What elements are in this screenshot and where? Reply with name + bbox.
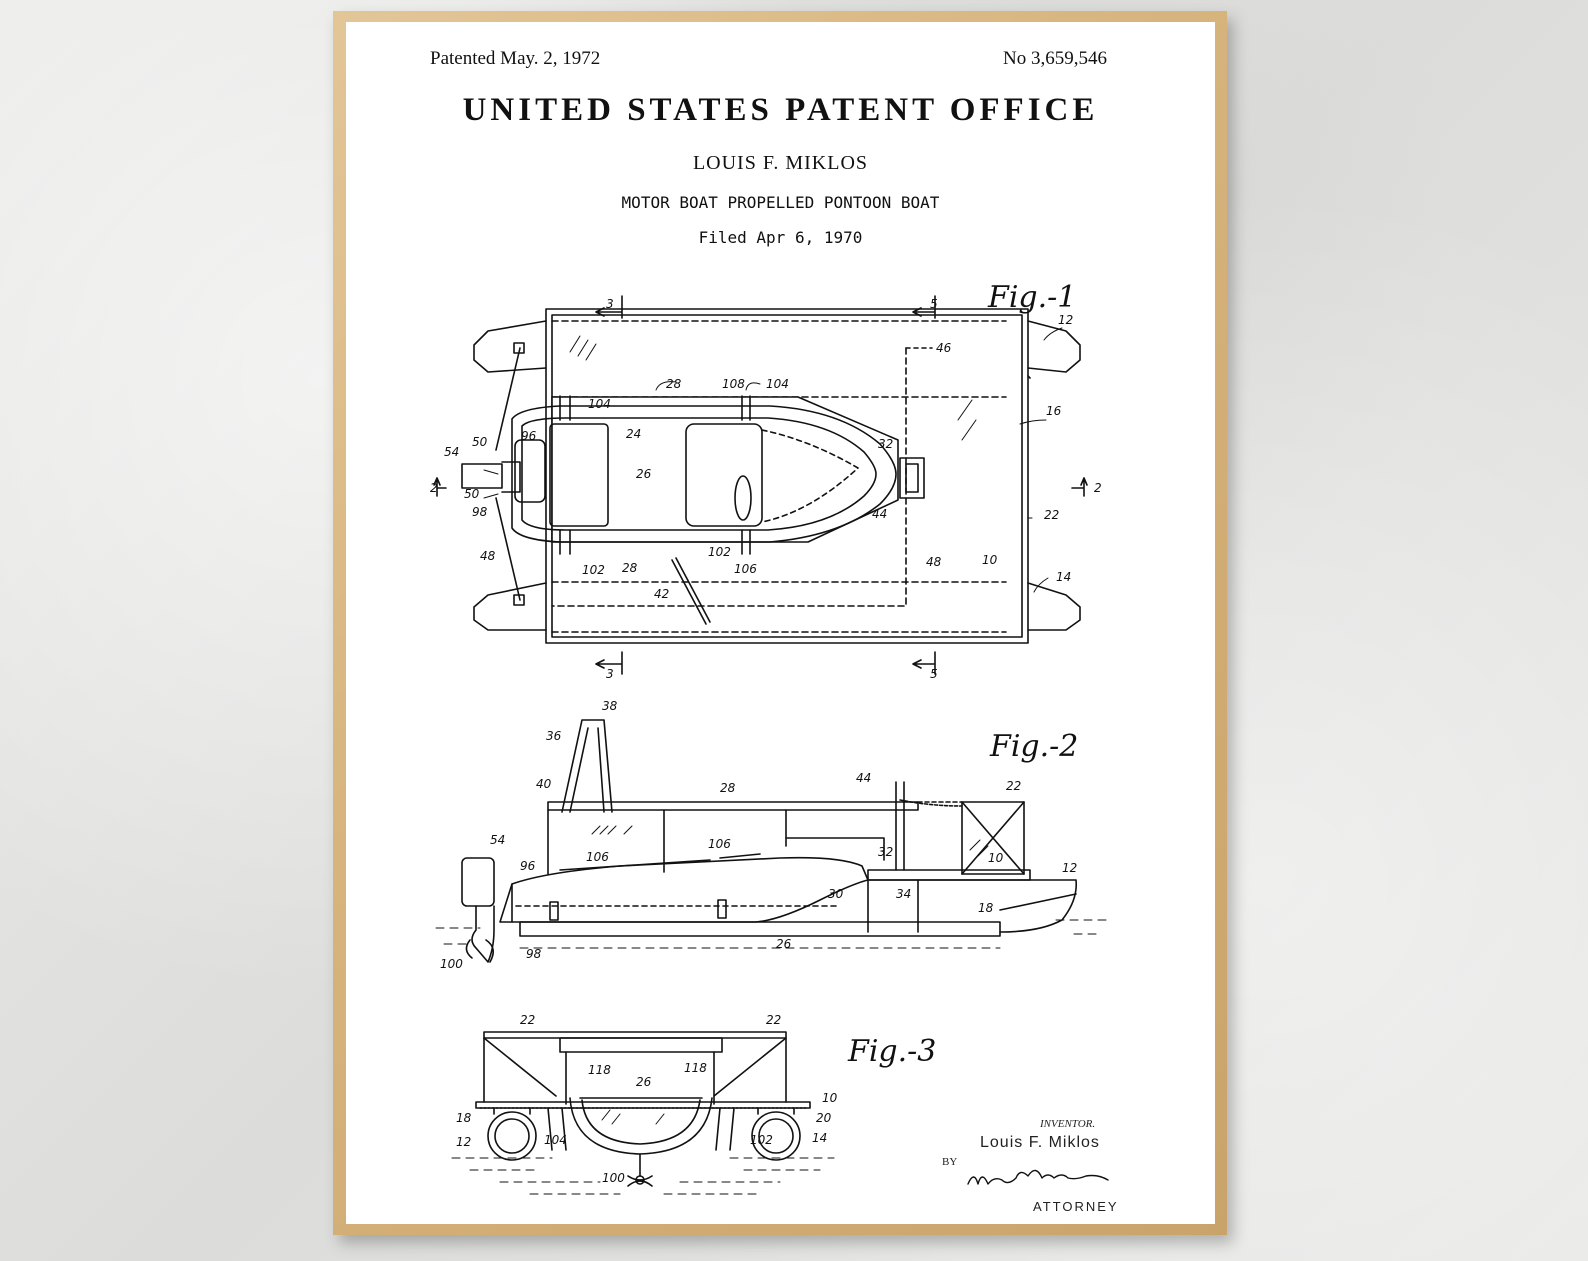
fig1-numeral: 102 <box>582 563 605 577</box>
fig1-numeral: 24 <box>626 427 642 441</box>
patent-number: No 3,659,546 <box>1003 48 1107 69</box>
fig1-numeral: 104 <box>588 397 611 411</box>
by-label: BY <box>942 1156 958 1168</box>
fig1-numeral: 5 <box>930 667 938 681</box>
fig2-numeral: 106 <box>586 850 609 864</box>
office-heading: UNITED STATES PATENT OFFICE <box>462 92 1099 128</box>
fig1-numeral: 16 <box>1046 404 1062 418</box>
fig3-numeral: 12 <box>456 1135 472 1149</box>
fig1-numeral: 22 <box>1044 508 1060 522</box>
fig1-numeral: 46 <box>936 341 952 355</box>
fig1-numeral: 12 <box>1058 313 1074 327</box>
fig1-numeral: 3 <box>606 667 614 681</box>
inventor-heading: LOUIS F. MIKLOS <box>692 152 869 174</box>
fig1-numeral: 106 <box>734 562 757 576</box>
fig3-numeral: 14 <box>812 1131 828 1145</box>
attorney-label: ATTORNEY <box>1033 1199 1119 1214</box>
fig1-drawing <box>433 295 1088 675</box>
fig2-numeral: 10 <box>988 851 1004 865</box>
fig2-numeral: 106 <box>708 837 731 851</box>
fig1-numeral: 2 <box>1094 481 1102 495</box>
patented-date: Patented May. 2, 1972 <box>430 48 601 69</box>
fig1-numeral: 54 <box>444 445 460 459</box>
fig1-numeral: 10 <box>982 553 998 567</box>
fig3-numeral: 22 <box>766 1013 782 1027</box>
fig2-numeral: 32 <box>878 845 894 859</box>
fig3-numeral: 18 <box>456 1111 472 1125</box>
fig1-numeral: 48 <box>480 549 496 563</box>
fig2-numeral: 44 <box>856 771 872 785</box>
fig1-numeral: 14 <box>1056 570 1072 584</box>
fig2-numeral: 96 <box>520 859 536 873</box>
fig1-numeral: 48 <box>926 555 942 569</box>
fig1-numeral: 28 <box>622 561 638 575</box>
inventor-name: Louis F. Miklos <box>980 1134 1100 1151</box>
fig2-numeral: 38 <box>602 699 618 713</box>
fig1-numeral: 32 <box>878 437 894 451</box>
fig1-numeral: 26 <box>636 467 652 481</box>
fig1-numeral: 50 <box>464 487 480 501</box>
fig3-numeral: 102 <box>750 1133 773 1147</box>
fig3-numeral: 10 <box>822 1091 838 1105</box>
fig2-numeral: 54 <box>490 833 506 847</box>
filed-date: Filed Apr 6, 1970 <box>698 228 863 247</box>
fig2-numeral: 26 <box>776 937 792 951</box>
fig3-numeral: 20 <box>816 1111 832 1125</box>
fig2-numeral: 36 <box>546 729 562 743</box>
fig1-numeral: 2 <box>430 481 438 495</box>
fig2-drawing <box>435 719 1109 963</box>
patent-print <box>346 22 1215 1224</box>
fig3-label: Fig.-3 <box>848 1034 937 1069</box>
fig3-drawing <box>451 1031 835 1195</box>
fig1-numeral: 28 <box>666 377 682 391</box>
fig3-numeral: 118 <box>588 1063 611 1077</box>
fig2-numeral: 22 <box>1006 779 1022 793</box>
fig1-numeral: 102 <box>708 545 731 559</box>
fig1-numeral: 104 <box>766 377 789 391</box>
inventor-label: INVENTOR. <box>1040 1118 1096 1130</box>
fig2-numeral: 12 <box>1062 861 1078 875</box>
fig1-numeral: 5 <box>930 297 938 311</box>
fig3-numeral: 104 <box>544 1133 567 1147</box>
fig2-numeral: 100 <box>440 957 463 971</box>
fig2-numeral: 40 <box>536 777 552 791</box>
fig2-numeral: 34 <box>896 887 912 901</box>
fig1-numeral: 96 <box>521 429 537 443</box>
fig1-numeral: 44 <box>872 507 888 521</box>
fig2-numeral: 30 <box>828 887 844 901</box>
fig3-numeral: 26 <box>636 1075 652 1089</box>
fig2-numeral: 98 <box>526 947 542 961</box>
fig2-label: Fig.-2 <box>990 729 1079 764</box>
fig3-numeral: 22 <box>520 1013 536 1027</box>
fig2-numeral: 18 <box>978 901 994 915</box>
fig1-numeral: 98 <box>472 505 488 519</box>
fig2-numeral: 28 <box>720 781 736 795</box>
fig3-numeral: 118 <box>684 1061 707 1075</box>
fig1-numeral: 50 <box>472 435 488 449</box>
patent-title: MOTOR BOAT PROPELLED PONTOON BOAT <box>621 193 940 212</box>
fig1-numeral: 108 <box>722 377 745 391</box>
fig1-numeral: 42 <box>654 587 670 601</box>
fig1-numeral: 3 <box>606 297 614 311</box>
fig3-numeral: 100 <box>602 1171 625 1185</box>
